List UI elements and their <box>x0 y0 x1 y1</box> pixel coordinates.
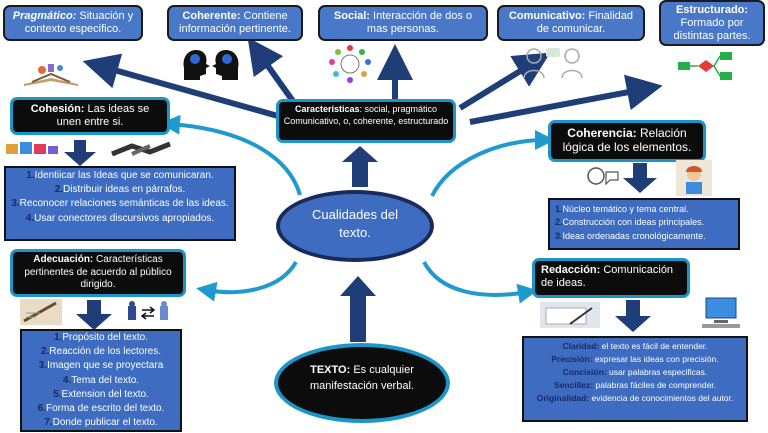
texto-label: TEXTO: <box>310 364 351 376</box>
adecuacion-item: 7.Donde publicar el texto. <box>44 417 158 429</box>
conversation-icon <box>523 48 583 79</box>
arrow-to-pragmatico <box>82 53 286 121</box>
redaccion-item: Precisión: expresar las ideas con precis… <box>551 353 719 364</box>
cohesion-item: 2.Distribuir ideas en párrafos. <box>54 184 186 196</box>
thinking-girl-icon <box>676 160 712 196</box>
cohesion-item: 4.Usar conectores discursivos apropiados… <box>25 212 215 224</box>
coherente-text: Contiene información pertinente. <box>179 10 291 36</box>
puzzle-hands-icon <box>6 142 58 154</box>
handshake-icon <box>111 141 171 157</box>
redaccion-item: Sencillez: palabras fáciles de comprende… <box>553 379 717 390</box>
caracteristicas-box: Características: social, pragmático Comu… <box>276 99 456 143</box>
cohesion-item: 3.Reconocer relaciones semánticas de las… <box>11 198 229 210</box>
redaccion-item: Claridad: el texto es fácil de entender. <box>562 341 708 351</box>
coherente-label: Coherente: <box>182 10 241 22</box>
arrow-texto-up <box>340 276 376 342</box>
social-label: Social: <box>333 10 370 22</box>
two-heads-icon <box>183 50 239 80</box>
cohesion-item: 1.Identiicar las Ideas que se comunicara… <box>26 170 214 181</box>
caracteristicas-label: Características <box>294 104 360 114</box>
pragmatico-label: Pragmático: <box>12 10 77 22</box>
people-circle-icon <box>329 45 371 83</box>
arrow-center-up <box>342 146 378 187</box>
curve-to-cohesion <box>160 114 302 196</box>
comunicativo-label: Comunicativo: <box>508 10 586 22</box>
redaccion-list: Claridad: el texto es fácil de entender.… <box>522 336 748 422</box>
adecuacion-item: 2.Reacción de los lectores. <box>40 346 162 358</box>
estructurado-label: Estructurado: <box>675 4 749 16</box>
writing-notebook-icon <box>540 302 600 328</box>
curve-to-redaccion <box>422 261 538 304</box>
box-social: Social: Interacción de dos o mas persona… <box>318 5 488 41</box>
caracteristicas-text: : social, pragmático Comunicativo, o, co… <box>283 104 449 126</box>
curve-to-coherencia <box>430 130 555 197</box>
adecuacion-item: 4.Tema del texto. <box>62 374 140 386</box>
center-node: Cualidades del texto. <box>276 190 434 262</box>
arrow-to-estructurado <box>469 74 663 125</box>
writing-hand-icon <box>20 299 62 325</box>
redaccion-text: Comunicación de ideas. <box>541 264 674 290</box>
coherencia-list: 1.Núcleo temático y tema central. 2.Cons… <box>548 198 740 250</box>
adecuacion-item: 6.Forma de escrito del texto. <box>37 402 165 414</box>
reading-illustration <box>24 64 78 86</box>
redaccion-item: Concisión: usar palabras especificas. <box>562 366 708 377</box>
coherencia-label: Coherencia: <box>567 126 637 140</box>
adecuacion-item: 5.Extension del texto. <box>53 388 149 400</box>
box-estructurado: Estructurado: Formado por distintas part… <box>659 0 765 46</box>
texto-node: TEXTO: Es cualquier manifestación verbal… <box>274 343 450 423</box>
arrow-cohesion-down <box>64 140 96 166</box>
coherencia-header: Coherencia: Relación lógica de los eleme… <box>548 120 706 162</box>
adecuacion-text: Características pertinentes de acuerdo a… <box>24 254 172 290</box>
arrow-to-coherente <box>247 37 298 106</box>
estructurado-text: Formado por distintas partes. <box>673 17 751 43</box>
coherencia-text: Relación lógica de los elementos. <box>562 126 692 155</box>
pragmatico-text: Situación y contexto especifico. <box>24 10 134 36</box>
computer-icon <box>702 297 740 328</box>
texto-text: Es cualquier manifestación verbal. <box>310 364 414 392</box>
arrow-redaccion-down <box>615 300 651 332</box>
cohesion-label: Cohesión: <box>30 103 85 115</box>
adecuacion-item: 1.Propósito del texto. <box>54 332 148 343</box>
speaking-head-icon <box>587 167 619 186</box>
redaccion-label: Redacción: <box>541 264 601 276</box>
box-coherente: Coherente: Contiene información pertinen… <box>167 5 303 41</box>
comunicativo-text: Finalidad de comunicar. <box>536 10 634 36</box>
cohesion-text: Las ideas se unen entre si. <box>56 103 150 129</box>
coherencia-item: 2.Construcción con ideas principales. <box>555 217 705 228</box>
box-comunicativo: Comunicativo: Finalidad de comunicar. <box>497 5 645 41</box>
arrow-to-comunicativo <box>458 52 551 111</box>
curve-to-adecuacion <box>196 260 298 302</box>
adecuacion-item: 3.Imagen que se proyectara <box>38 360 164 372</box>
redaccion-item: Originalidad: evidencia de conocimientos… <box>536 392 734 403</box>
adecuacion-list: 1.Propósito del texto. 2.Reacción de los… <box>20 329 182 432</box>
arrow-coherencia-down <box>623 163 657 193</box>
cohesion-header: Cohesión: Las ideas se unen entre si. <box>10 97 170 135</box>
adecuacion-header: Adecuación: Características pertinentes … <box>10 249 186 297</box>
flowchart-icon <box>678 52 732 80</box>
center-title: Cualidades del texto. <box>311 207 398 241</box>
cohesion-list: 1.Identiicar las Ideas que se comunicara… <box>4 166 236 241</box>
exchange-icon <box>128 301 168 320</box>
box-pragmatico: Pragmático: Situación y contexto especif… <box>3 5 143 41</box>
coherencia-item: 3.Ideas ordenadas cronológicamente. <box>555 230 706 241</box>
arrow-adecuacion-down <box>76 300 112 330</box>
social-text: Interacción de dos o mas personas. <box>366 10 473 36</box>
adecuacion-label: Adecuación: <box>33 254 94 265</box>
coherencia-item: 1.Núcleo temático y tema central. <box>555 204 689 214</box>
redaccion-header: Redacción: Comunicación de ideas. <box>532 258 690 298</box>
